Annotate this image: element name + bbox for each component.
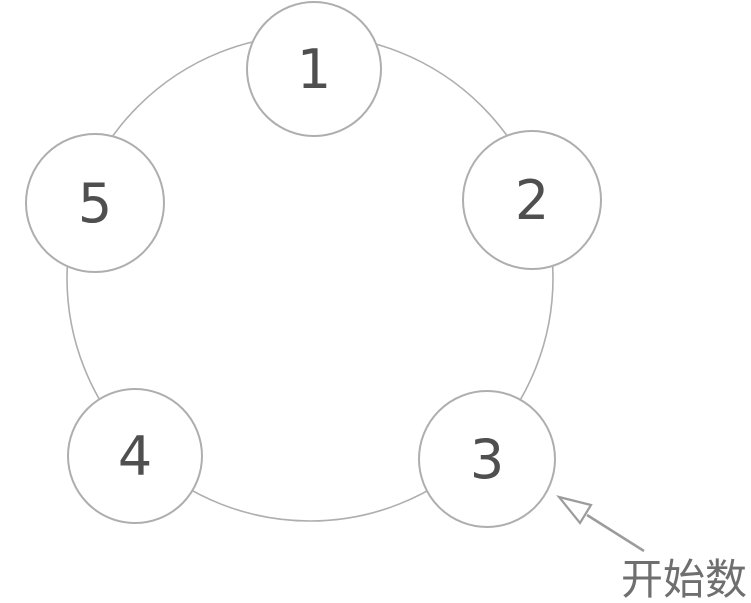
arrow-shaft [586,513,645,553]
node-2-circle [462,130,602,270]
annotation-label: 开始数 [621,555,747,603]
node-5-label: 5 [78,172,112,235]
node-5: 5 [25,133,165,273]
node-3-label: 3 [470,428,504,491]
node-2: 2 [462,130,602,270]
node-1-circle [246,1,382,137]
node-3: 3 [418,390,556,528]
node-3-circle [418,390,556,528]
node-1: 1 [246,1,382,137]
start-annotation: 开始数 [556,495,747,603]
arrow-head-icon [556,495,593,525]
node-4: 4 [67,388,203,524]
node-1-label: 1 [297,38,331,101]
node-2-label: 2 [515,169,549,232]
node-5-circle [25,133,165,273]
node-4-circle [67,388,203,524]
node-4-label: 4 [118,425,152,488]
